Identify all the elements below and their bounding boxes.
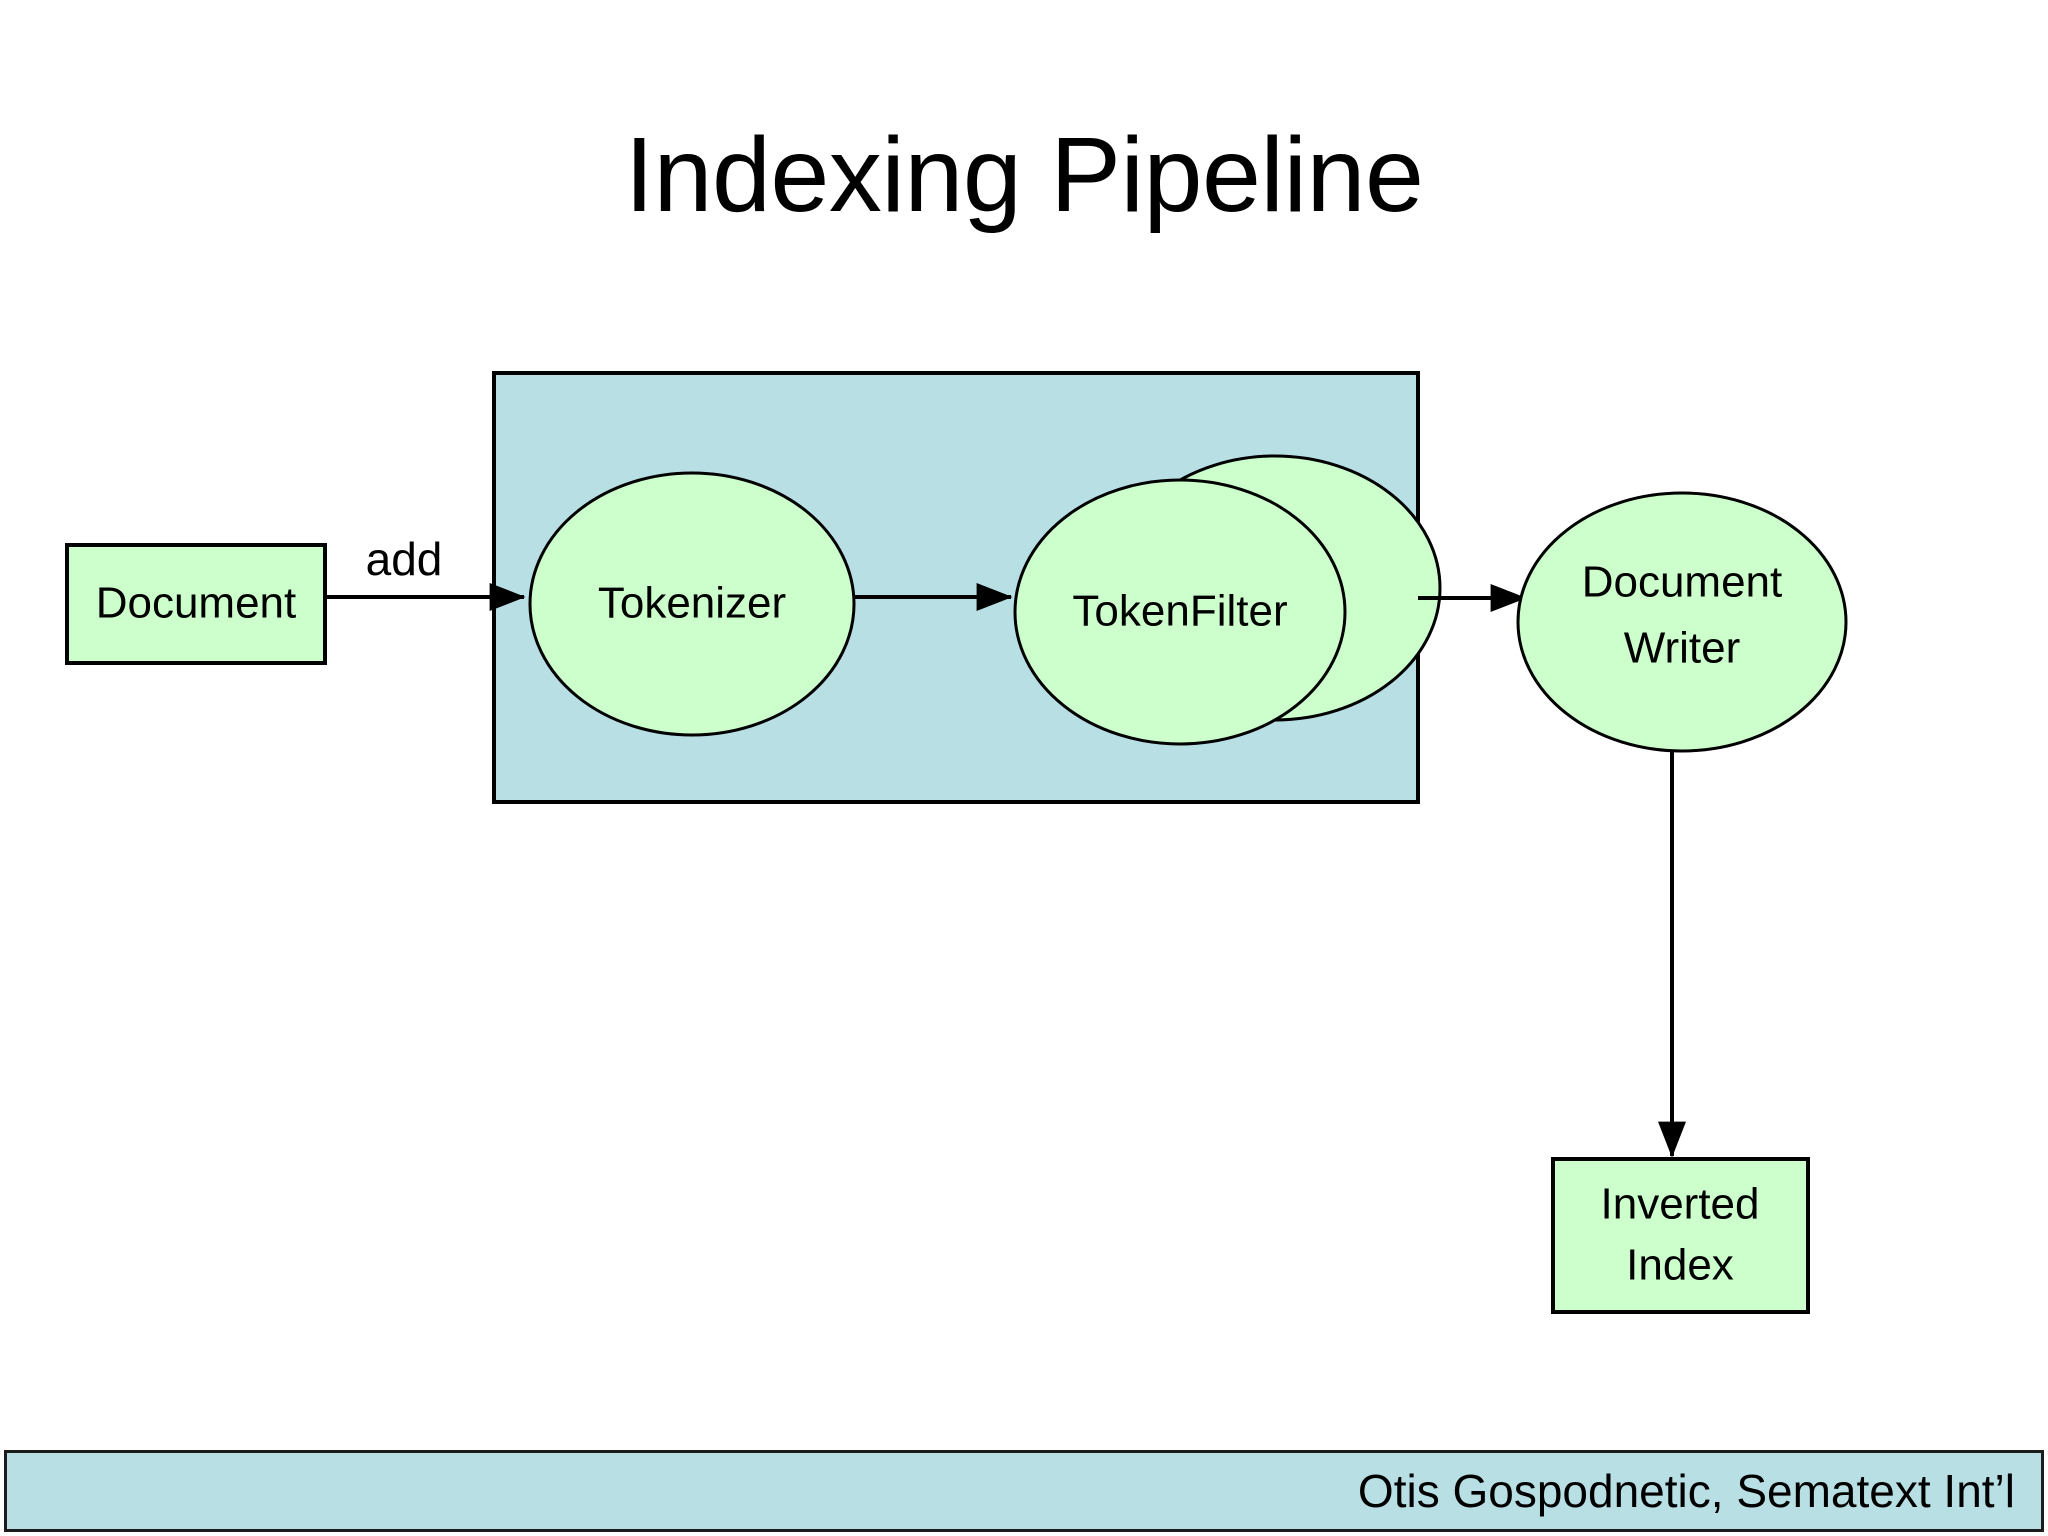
node-document-shape[interactable]	[65, 543, 327, 665]
node-tokenfilter-label: TokenFilter	[1072, 587, 1287, 636]
node-document-writer-shape[interactable]	[1516, 491, 1848, 753]
node-tokenfilter-shape[interactable]	[1013, 478, 1347, 746]
node-document-writer-label-line2: Writer	[1624, 624, 1741, 673]
node-tokenizer-shape[interactable]	[528, 471, 856, 737]
node-inverted-index-label-line2: Index	[1626, 1241, 1734, 1290]
node-tokenizer-label: Tokenizer	[598, 579, 786, 628]
node-document-label: Document	[96, 579, 297, 628]
footer-bar: Otis Gospodnetic, Sematext Int’l	[4, 1450, 2044, 1532]
page-title: Indexing Pipeline	[624, 116, 1424, 234]
footer-attribution: Otis Gospodnetic, Sematext Int’l	[1357, 1465, 2015, 1517]
edge-label-add: add	[366, 533, 443, 585]
node-inverted-index-label-line1: Inverted	[1601, 1180, 1760, 1229]
node-document-writer-label-line1: Document	[1582, 558, 1783, 607]
node-inverted-index-shape[interactable]	[1551, 1157, 1810, 1314]
